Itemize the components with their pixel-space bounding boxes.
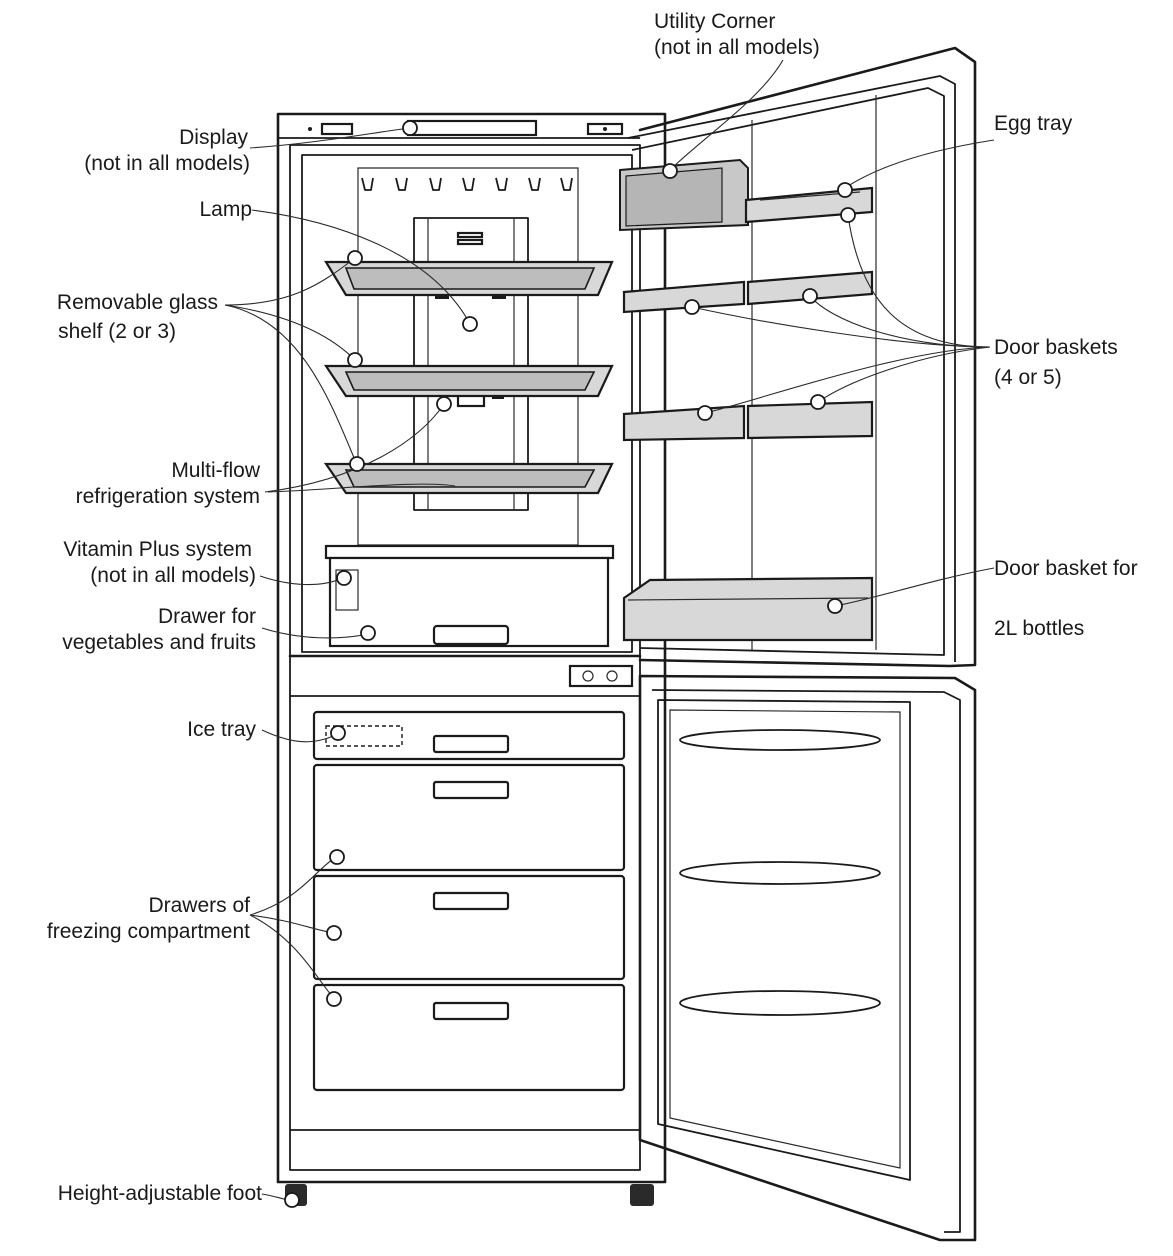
label-egg-tray: Egg tray	[994, 112, 1073, 135]
glass-shelf-1	[324, 260, 614, 297]
labels: Utility Corner (not in all models) Displ…	[47, 10, 1138, 1205]
label-multiflow-note: refrigeration system	[76, 485, 260, 508]
label-freezer-drawers: Drawers of	[148, 894, 250, 917]
door-basket-1	[622, 280, 746, 314]
freezer-drawer-1	[312, 763, 626, 872]
label-bottle-basket-note: 2L bottles	[994, 617, 1084, 640]
freezer-drawer-3	[312, 983, 626, 1092]
door-shelf-2	[679, 861, 881, 885]
label-door-baskets: Door baskets	[994, 336, 1118, 359]
label-veg-drawer: Drawer for	[158, 605, 256, 628]
callout-dots	[284, 120, 856, 1208]
label-vitamin-plus-note: (not in all models)	[90, 564, 256, 587]
door-basket-4	[746, 400, 874, 440]
door-basket-2	[746, 270, 874, 306]
fridge-door	[619, 46, 977, 668]
adjustable-feet	[285, 1184, 654, 1206]
vents	[361, 177, 573, 191]
label-utility-corner: Utility Corner	[654, 10, 775, 33]
label-veg-drawer-note: vegetables and fruits	[62, 631, 256, 654]
door-shelf-1	[679, 729, 881, 751]
label-vitamin-plus: Vitamin Plus system	[63, 538, 252, 561]
label-display-note: (not in all models)	[84, 152, 250, 175]
glass-shelf-3	[323, 462, 614, 495]
glass-shelf-2	[323, 364, 614, 398]
display-panel	[308, 119, 624, 137]
ice-tray-drawer	[312, 710, 626, 761]
label-glass-shelf-note: shelf (2 or 3)	[58, 320, 176, 343]
label-door-baskets-note: (4 or 5)	[994, 366, 1062, 389]
label-ice-tray: Ice tray	[187, 718, 256, 741]
label-glass-shelf: Removable glass	[57, 291, 218, 314]
label-lamp: Lamp	[199, 198, 252, 221]
label-freezer-drawers-note: freezing compartment	[47, 920, 250, 943]
utility-corner	[619, 158, 749, 232]
label-foot: Height-adjustable foot	[58, 1182, 262, 1205]
door-basket-3	[622, 404, 746, 442]
leader-lines	[224, 59, 995, 1201]
label-utility-corner-note: (not in all models)	[654, 36, 820, 59]
bottle-basket	[622, 576, 874, 642]
label-bottle-basket: Door basket for	[994, 557, 1138, 580]
vegetable-drawer	[324, 544, 615, 648]
cabinet	[276, 112, 667, 1206]
label-display: Display	[179, 126, 248, 149]
label-multiflow: Multi-flow	[171, 459, 261, 482]
freezer-door	[638, 674, 977, 1242]
door-shelf-3	[679, 990, 881, 1016]
freezer-drawer-2	[312, 874, 626, 981]
